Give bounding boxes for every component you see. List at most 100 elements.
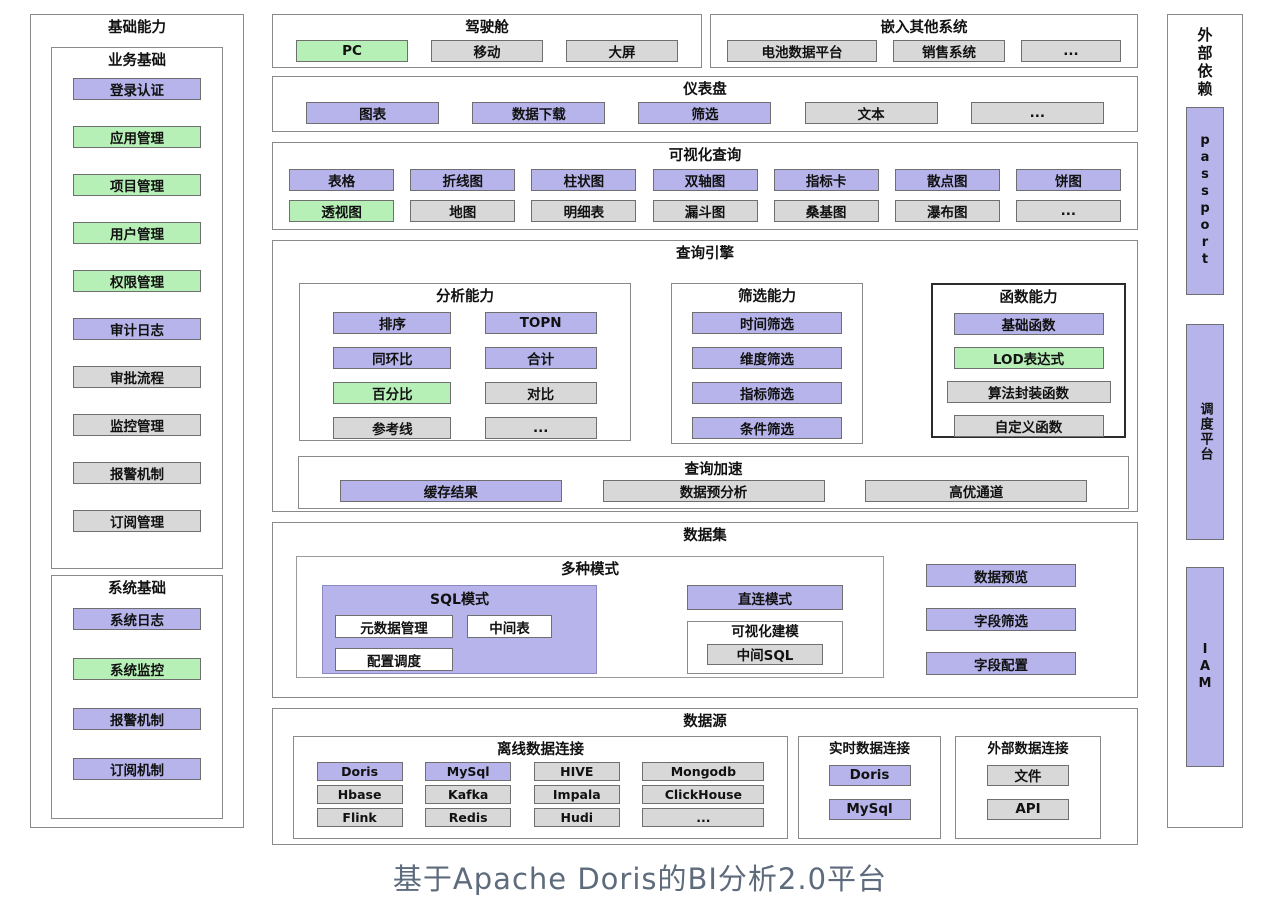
chip: MySql: [828, 798, 911, 820]
chip: 表格: [289, 169, 395, 192]
chip: 基础函数: [953, 313, 1104, 336]
group-realtime-title: 实时数据连接: [829, 741, 910, 757]
group-analysis-title: 分析能力: [436, 289, 494, 305]
group-multi-mode-title: 多种模式: [561, 562, 619, 578]
group-business-foundation-title: 业务基础: [108, 53, 166, 69]
panel-basic-capabilities: 基础能力 业务基础 登录认证应用管理项目管理用户管理权限管理审计日志审批流程监控…: [30, 14, 244, 828]
group-visual-modeling: 可视化建模 中间SQL: [687, 621, 843, 674]
chip: 指标卡: [773, 169, 879, 192]
chip: Redis: [425, 808, 512, 828]
chip: 自定义函数: [953, 415, 1104, 438]
chip: Doris: [828, 764, 911, 786]
chip: 文件: [987, 764, 1069, 786]
chip: MySql: [425, 762, 512, 782]
chip: 折线图: [410, 169, 516, 192]
chip: 审计日志: [73, 318, 201, 341]
dashboard-list: 图表数据下载筛选文本...: [273, 102, 1137, 125]
chip: API: [987, 798, 1069, 820]
chip: 大屏: [566, 40, 678, 63]
section-dataset: 数据集 多种模式 SQL模式 元数据管理中间表配置调度 直连模式 可视化建模 中…: [272, 522, 1138, 698]
chip: 权限管理: [73, 270, 201, 293]
group-business-foundation: 业务基础 登录认证应用管理项目管理用户管理权限管理审计日志审批流程监控管理报警机…: [51, 47, 223, 569]
chip: 元数据管理: [335, 615, 453, 638]
panel-external-dependencies-title: 外部依赖: [1195, 27, 1214, 99]
chip: 条件筛选: [692, 417, 842, 440]
chip: 数据预分析: [602, 480, 825, 503]
external-list: 文件 API: [956, 764, 1100, 820]
group-external-connections: 外部数据连接 文件 API: [955, 736, 1101, 839]
chip: 排序: [333, 312, 452, 335]
chip: Flink: [316, 808, 403, 828]
acceleration-list: 缓存结果数据预分析高优通道: [299, 480, 1128, 503]
filter-list: 时间筛选维度筛选指标筛选条件筛选: [672, 312, 862, 440]
chip: 数据预览: [926, 564, 1076, 587]
group-external-title: 外部数据连接: [987, 741, 1069, 757]
chip-direct-mode: 直连模式: [687, 585, 843, 610]
external-dependencies-list: passport 调度平台 IAM: [1168, 15, 1242, 827]
chip: 监控管理: [73, 414, 201, 437]
chip: 应用管理: [73, 126, 201, 149]
chip: 桑基图: [773, 200, 879, 223]
chip-intermediate-sql: 中间SQL: [707, 643, 823, 665]
chip: 订阅管理: [73, 510, 201, 533]
chip: 百分比: [333, 382, 452, 405]
chip: 饼图: [1015, 169, 1121, 192]
group-acceleration-title: 查询加速: [684, 462, 743, 478]
chip: Impala: [533, 785, 620, 805]
section-datasource-title: 数据源: [683, 714, 727, 730]
chip: 参考线: [333, 417, 452, 440]
chip: 字段配置: [926, 652, 1076, 675]
chip: Doris: [316, 762, 403, 782]
section-cockpit-title: 驾驶舱: [465, 20, 509, 36]
group-filter-title: 筛选能力: [738, 289, 796, 305]
chip: 时间筛选: [692, 312, 842, 335]
chip: 电池数据平台: [727, 40, 877, 63]
chip: ...: [1015, 200, 1121, 223]
group-sql-mode: SQL模式 元数据管理中间表配置调度: [322, 585, 597, 674]
chip: 调度平台: [1186, 324, 1224, 540]
chip: Hudi: [533, 808, 620, 828]
chip: ClickHouse: [642, 785, 765, 805]
chip: 双轴图: [652, 169, 758, 192]
group-filter-capability: 筛选能力 时间筛选维度筛选指标筛选条件筛选: [671, 283, 863, 444]
section-visual-query-title: 可视化查询: [668, 148, 742, 164]
chip: LOD表达式: [953, 347, 1104, 370]
chip: ...: [1021, 40, 1121, 63]
chip: 图表: [306, 102, 440, 125]
section-cockpit: 驾驶舱 PC 移动大屏: [272, 14, 702, 68]
chip: 柱状图: [531, 169, 637, 192]
chip: 数据下载: [472, 102, 606, 125]
chip: 订阅机制: [73, 758, 201, 781]
chip: Hbase: [316, 785, 403, 805]
chip: 算法封装函数: [946, 381, 1111, 404]
chip: 筛选: [638, 102, 772, 125]
chip: 散点图: [894, 169, 1000, 192]
chip: 透视图: [289, 200, 395, 223]
chip: passport: [1186, 107, 1224, 295]
chip: 漏斗图: [652, 200, 758, 223]
section-query-engine-title: 查询引擎: [676, 246, 734, 262]
chip: 移动: [431, 40, 543, 63]
chip: IAM: [1186, 567, 1224, 767]
group-sql-mode-title: SQL模式: [430, 592, 489, 608]
chip: 瀑布图: [894, 200, 1000, 223]
chip: ...: [642, 808, 765, 828]
group-multi-mode: 多种模式 SQL模式 元数据管理中间表配置调度 直连模式 可视化建模 中间SQL: [296, 556, 884, 678]
chip: 系统监控: [73, 658, 201, 681]
chip: 中间表: [467, 615, 552, 638]
chip: 同环比: [333, 347, 452, 370]
chip: PC: [296, 40, 408, 63]
chip: ...: [484, 417, 597, 440]
chip: Mongodb: [642, 762, 765, 782]
function-list: 基础函数 LOD表达式算法封装函数自定义函数: [933, 313, 1124, 438]
panel-external-dependencies: 外部依赖 passport 调度平台 IAM: [1167, 14, 1243, 828]
group-system-foundation: 系统基础 系统日志系统监控报警机制订阅机制: [51, 575, 223, 819]
chip: 字段筛选: [926, 608, 1076, 631]
group-query-acceleration: 查询加速 缓存结果数据预分析高优通道: [298, 456, 1129, 509]
